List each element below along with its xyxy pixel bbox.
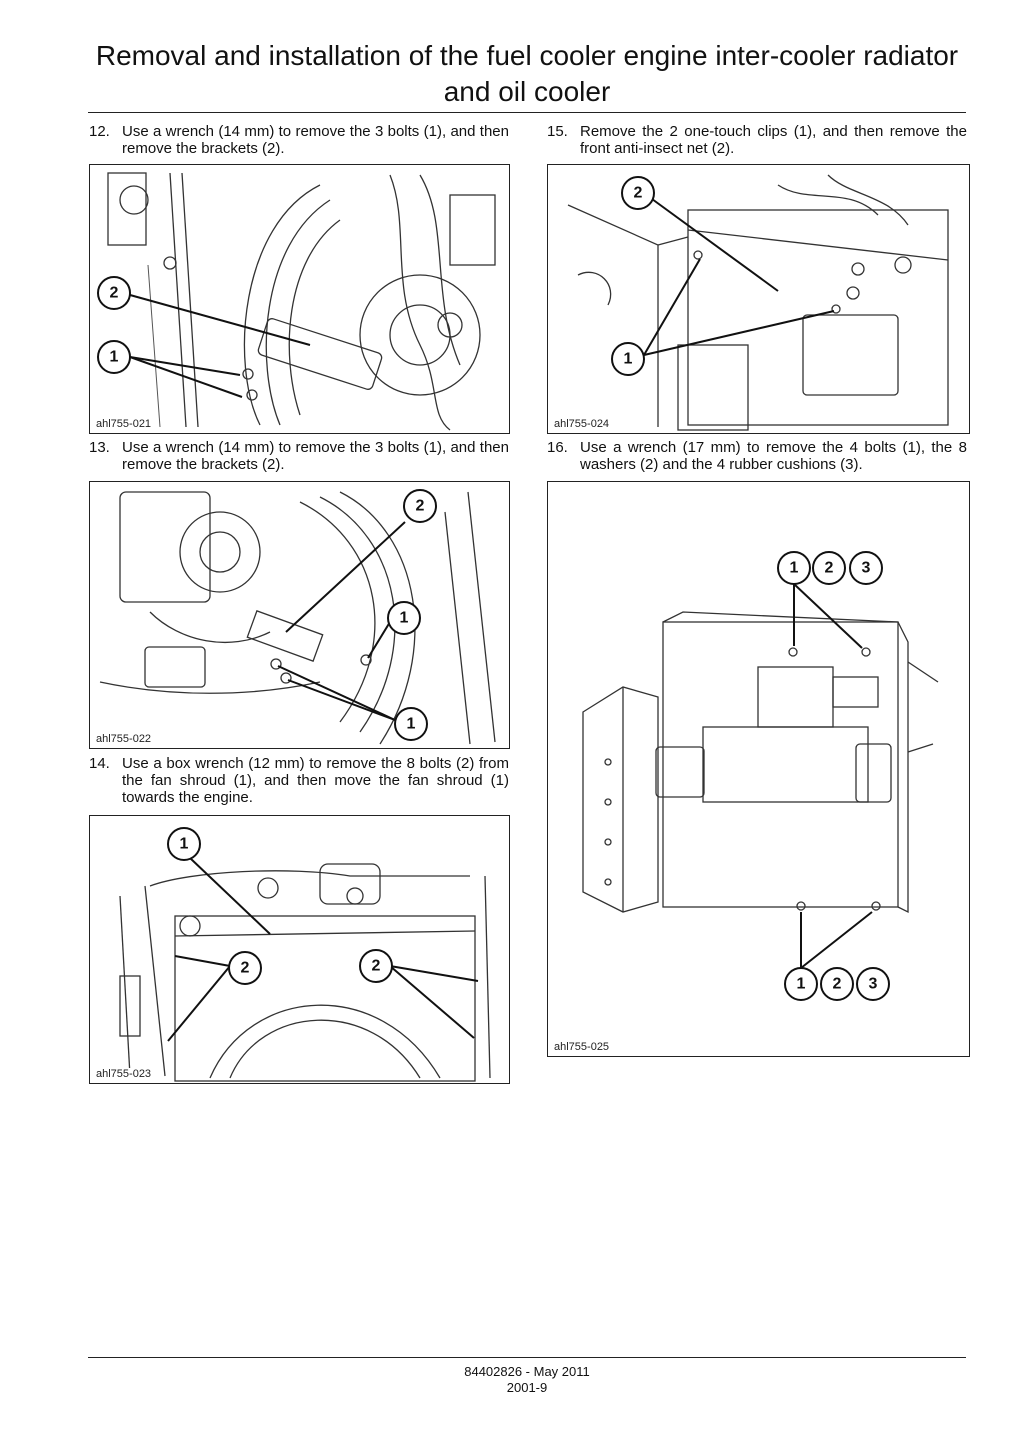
svg-text:1: 1: [110, 349, 119, 366]
callout-2: 2: [97, 276, 131, 310]
step-number: 15.: [547, 123, 568, 140]
callout-2: 2: [359, 949, 393, 983]
step-15: 15. Remove the 2 one-touch clips (1), an…: [547, 123, 967, 157]
callout-2: 2: [228, 951, 262, 985]
callout-3: 3: [849, 551, 883, 585]
footer-rule: [88, 1357, 966, 1358]
step-number: 16.: [547, 439, 568, 456]
figure-id: ahl755-025: [552, 1041, 612, 1053]
figure-drawing: [107, 172, 496, 431]
callout-1: 1: [387, 601, 421, 635]
figure-drawing: [99, 491, 496, 745]
figure-id: ahl755-021: [94, 418, 154, 430]
svg-text:2: 2: [372, 958, 381, 975]
page-title: Removal and installation of the fuel coo…: [95, 40, 959, 107]
figure-step-15: 2 1 ahl755-024: [547, 164, 970, 434]
svg-text:1: 1: [407, 716, 416, 733]
title-rule: [88, 112, 966, 113]
step-16: 16. Use a wrench (17 mm) to remove the 4…: [547, 439, 967, 473]
callout-1: 1: [611, 342, 645, 376]
callout-1: 1: [784, 967, 818, 1001]
step-number: 13.: [89, 439, 110, 456]
step-13: 13. Use a wrench (14 mm) to remove the 3…: [89, 439, 509, 473]
figure-step-16: 1 2 3 1 2 3 ahl755-025: [547, 481, 970, 1057]
step-text: Remove the 2 one-touch clips (1), and th…: [580, 123, 967, 157]
step-text: Use a wrench (17 mm) to remove the 4 bol…: [580, 439, 967, 473]
step-text: Use a box wrench (12 mm) to remove the 8…: [122, 755, 509, 806]
svg-text:2: 2: [825, 560, 834, 577]
step-text: Use a wrench (14 mm) to remove the 3 bol…: [122, 123, 509, 157]
figure-drawing: [582, 611, 939, 914]
figure-drawing: [567, 174, 949, 431]
svg-text:1: 1: [624, 351, 633, 368]
svg-text:1: 1: [790, 560, 799, 577]
callout-layer: 2 1: [611, 176, 835, 376]
svg-text:2: 2: [110, 285, 119, 302]
figure-step-12: 2 1 ahl755-021: [89, 164, 510, 434]
callout-layer: 2 1: [97, 276, 311, 398]
svg-text:2: 2: [416, 498, 425, 515]
callout-1: 1: [167, 827, 201, 861]
svg-text:2: 2: [241, 960, 250, 977]
svg-text:1: 1: [400, 610, 409, 627]
step-number: 14.: [89, 755, 110, 772]
callout-3: 3: [856, 967, 890, 1001]
step-number: 12.: [89, 123, 110, 140]
figure-step-13: 2 1 1 ahl755-022: [89, 481, 510, 749]
figure-id: ahl755-022: [94, 733, 154, 745]
callout-layer: 2 1 1: [277, 489, 437, 741]
callout-2: 2: [812, 551, 846, 585]
callout-1: 1: [394, 707, 428, 741]
svg-text:1: 1: [797, 976, 806, 993]
callout-layer: 1 2 2: [167, 827, 479, 1042]
callout-layer: 1 2 3 1 2 3: [777, 551, 890, 1001]
step-text: Use a wrench (14 mm) to remove the 3 bol…: [122, 439, 509, 473]
figure-id: ahl755-024: [552, 418, 612, 430]
figure-id: ahl755-023: [94, 1068, 154, 1080]
svg-text:2: 2: [833, 976, 842, 993]
figure-drawing: [119, 863, 491, 1082]
svg-text:3: 3: [862, 560, 871, 577]
svg-text:2: 2: [634, 185, 643, 202]
step-14: 14. Use a box wrench (12 mm) to remove t…: [89, 755, 509, 806]
step-12: 12. Use a wrench (14 mm) to remove the 3…: [89, 123, 509, 157]
footer-page-number: 2001-9: [506, 1380, 548, 1395]
footer-doc-ref: 84402826 - May 2011: [464, 1364, 590, 1379]
callout-2: 2: [820, 967, 854, 1001]
svg-text:3: 3: [869, 976, 878, 993]
callout-2: 2: [403, 489, 437, 523]
figure-step-14: 1 2 2 ahl755-023: [89, 815, 510, 1084]
callout-1: 1: [97, 340, 131, 374]
svg-text:1: 1: [180, 836, 189, 853]
callout-2: 2: [621, 176, 655, 210]
callout-1: 1: [777, 551, 811, 585]
